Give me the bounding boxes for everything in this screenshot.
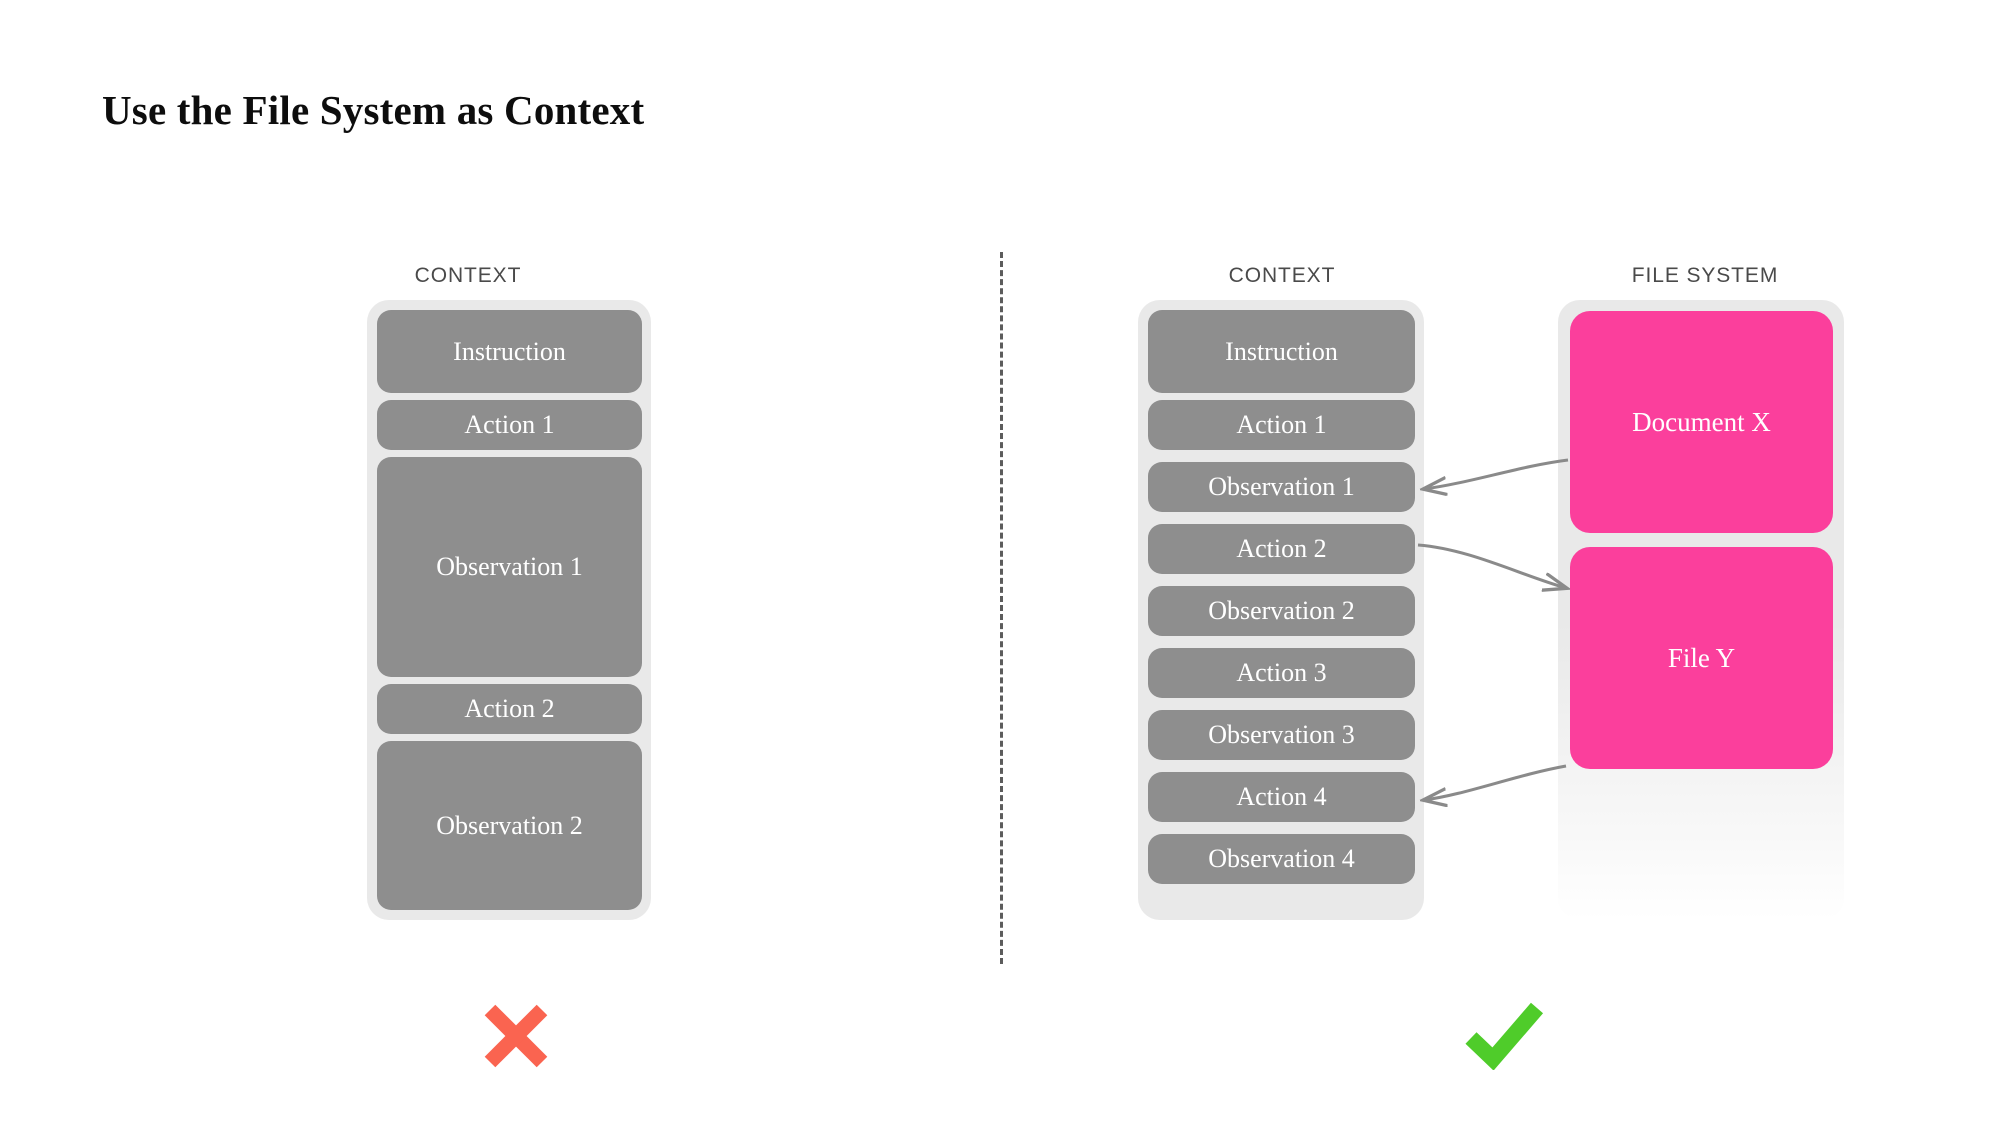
arrow-file-y-to-action-4 (1424, 764, 1567, 800)
left-block-observation-1[interactable]: Observation 1 (377, 457, 642, 677)
block-label: Observation 4 (1208, 844, 1355, 873)
block-label: Action 1 (1236, 410, 1327, 439)
right-block-instruction[interactable]: Instruction (1148, 310, 1415, 393)
block-label: Observation 1 (436, 552, 583, 581)
right-context-header: CONTEXT (1228, 264, 1336, 287)
block-label: Action 2 (464, 694, 555, 723)
panel-divider (1000, 252, 1003, 964)
file-system-header: FILE SYSTEM (1631, 264, 1779, 287)
block-label: Observation 2 (436, 810, 583, 840)
right-block-action-1[interactable]: Action 1 (1148, 400, 1415, 450)
check-icon (1465, 1002, 1544, 1070)
file-label: Document X (1632, 406, 1771, 437)
page-title: Use the File System as Context (102, 87, 645, 133)
file-block-file-y[interactable]: File Y (1570, 547, 1833, 769)
block-label: Action 4 (1236, 782, 1327, 811)
block-label: Instruction (453, 336, 566, 366)
block-label: Instruction (1225, 336, 1338, 366)
right-block-action-2[interactable]: Action 2 (1148, 524, 1415, 574)
arrow-action-2-to-file-y (1417, 543, 1566, 588)
block-label: Observation 2 (1208, 596, 1355, 625)
right-block-action-3[interactable]: Action 3 (1148, 648, 1415, 698)
block-label: Action 1 (464, 410, 555, 439)
left-context-header: CONTEXT (414, 264, 522, 287)
block-label: Observation 1 (1208, 472, 1355, 501)
block-label: Action 3 (1236, 658, 1327, 687)
file-label: File Y (1667, 642, 1736, 673)
block-label: Action 2 (1236, 534, 1327, 563)
left-block-action-1[interactable]: Action 1 (377, 400, 642, 450)
right-block-observation-4[interactable]: Observation 4 (1148, 834, 1415, 884)
arrow-document-x-to-observation-1 (1424, 458, 1569, 489)
right-block-action-4[interactable]: Action 4 (1148, 772, 1415, 822)
left-block-observation-2[interactable]: Observation 2 (377, 741, 642, 910)
right-block-observation-1[interactable]: Observation 1 (1148, 462, 1415, 512)
block-label: Observation 3 (1208, 720, 1355, 749)
right-block-observation-2[interactable]: Observation 2 (1148, 586, 1415, 636)
left-block-action-2[interactable]: Action 2 (377, 684, 642, 734)
file-block-document-x[interactable]: Document X (1570, 311, 1833, 533)
cross-icon (484, 1004, 548, 1068)
right-block-observation-3[interactable]: Observation 3 (1148, 710, 1415, 760)
left-block-instruction[interactable]: Instruction (377, 310, 642, 393)
